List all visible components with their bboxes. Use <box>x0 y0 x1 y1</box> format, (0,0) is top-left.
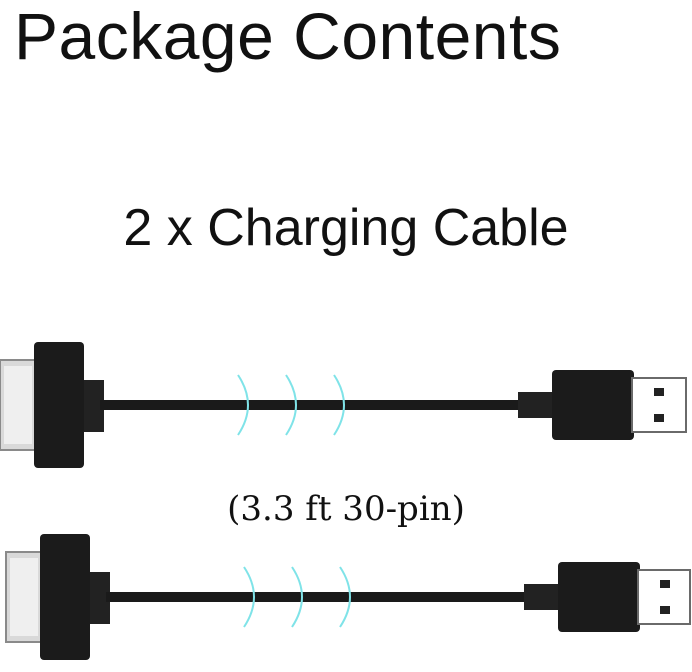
30-pin-connector-icon <box>0 342 104 468</box>
cable-coil-icon <box>243 566 351 628</box>
30-pin-connector-icon <box>5 534 110 660</box>
quantity-label: 2 x Charging Cable <box>123 199 569 257</box>
charging-cable-1 <box>0 330 692 480</box>
spec-label: (3.3 ft 30-pin) <box>227 489 465 529</box>
page-title: Package Contents <box>14 0 562 73</box>
usb-a-connector-icon <box>524 562 691 632</box>
cable-coil-icon <box>237 374 345 436</box>
charging-cable-2 <box>0 522 692 672</box>
usb-a-connector-icon <box>518 370 687 440</box>
cable-cord <box>106 592 560 602</box>
cable-cord <box>100 400 554 410</box>
